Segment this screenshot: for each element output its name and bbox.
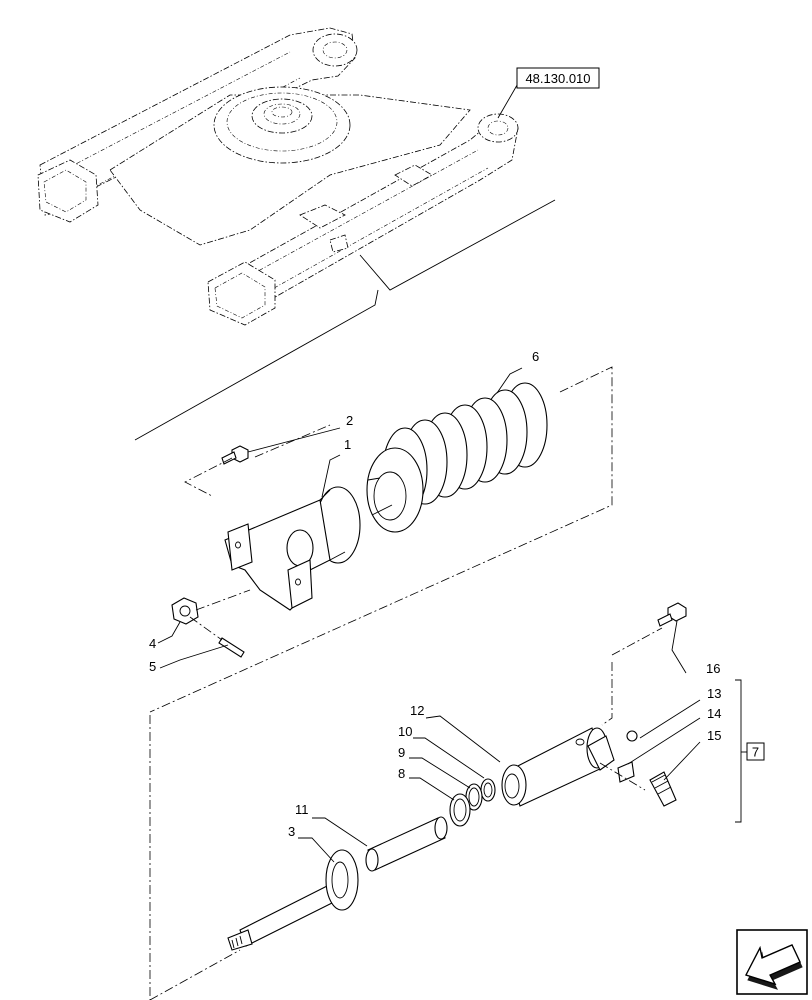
group-label-box[interactable]: 7 [746,742,765,761]
callout-8: 8 [398,766,405,781]
tension-yoke [224,486,361,611]
callout-1: 1 [344,437,351,452]
undercarriage-frame [37,27,519,326]
callout-9: 9 [398,745,405,760]
tension-rod [227,849,359,951]
callout-13: 13 [707,686,721,701]
piston-rod [365,816,448,872]
reference-label-box[interactable]: 48.130.010 [516,67,600,89]
callout-10: 10 [398,724,412,739]
callout-6: 6 [532,349,539,364]
callout-2: 2 [346,413,353,428]
group-bracket [735,679,742,823]
callout-12: 12 [410,703,424,718]
reference-label-text: 48.130.010 [525,71,590,86]
grease-valve [587,730,677,807]
callout-14: 14 [707,706,721,721]
section-cut-line [359,199,556,291]
group-label-text: 7 [752,745,759,760]
callout-15: 15 [707,728,721,743]
cotter-pin-5 [218,637,245,658]
next-page-arrow-icon[interactable] [736,929,808,995]
grease-cylinder [501,727,608,807]
callout-11: 11 [295,802,309,817]
callout-4: 4 [149,636,156,651]
castle-nut-4 [171,597,199,625]
callout-16: 16 [706,661,720,676]
seal-rings [449,778,496,827]
recoil-spring [366,382,548,533]
bolt-16 [657,602,687,627]
callout-3: 3 [288,824,295,839]
callout-5: 5 [149,659,156,674]
